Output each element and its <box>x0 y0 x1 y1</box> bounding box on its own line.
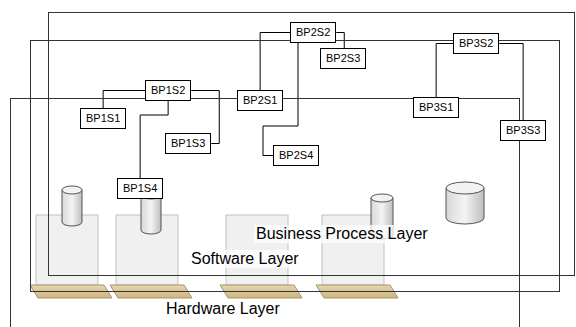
business-process-layer: Business Process Layer BP1S1 BP1S2BP1S3BP1… <box>48 12 575 276</box>
service-label: BP3S2 <box>459 37 493 50</box>
service-box: BP1S4 <box>117 178 163 199</box>
service-label: BP2S3 <box>326 52 360 65</box>
connector <box>140 101 168 178</box>
service-box: BP3S1 <box>413 97 459 118</box>
service-label: BP1S4 <box>123 182 157 195</box>
service-label: BP3S3 <box>506 124 540 137</box>
connector <box>260 33 290 91</box>
service-label: BP1S3 <box>171 137 205 150</box>
service-box: BP1S2 <box>145 80 191 101</box>
software-layer: Software Layer <box>30 40 560 292</box>
connector <box>436 44 453 98</box>
service-box: BP1S1 <box>80 108 126 129</box>
service-box: BP2S3 <box>320 48 366 69</box>
service-box: BP2S4 <box>273 145 319 166</box>
service-label: BP3S1 <box>419 101 453 114</box>
service-box: BP2S1 <box>237 90 283 111</box>
layer-label: Software Layer <box>189 250 301 268</box>
connector <box>103 91 145 109</box>
database-cylinder <box>62 186 82 226</box>
database-cylinder <box>446 182 484 224</box>
layer-label: Hardware Layer <box>164 300 282 318</box>
service-box: BP1S3 <box>165 133 211 154</box>
service-label: BP1S1 <box>86 112 120 125</box>
service-box: BP3S2 <box>453 33 499 54</box>
service-label: BP2S2 <box>296 26 330 39</box>
service-label: BP1S2 <box>151 84 185 97</box>
service-label: BP2S4 <box>279 149 313 162</box>
service-box: BP3S3 <box>500 120 546 141</box>
service-box: BP2S2 <box>290 22 336 43</box>
layer-label: Business Process Layer <box>254 225 430 243</box>
server-icon <box>30 215 112 298</box>
hardware-layer: Hardware Layer <box>10 98 520 327</box>
service-label: BP2S1 <box>243 94 277 107</box>
